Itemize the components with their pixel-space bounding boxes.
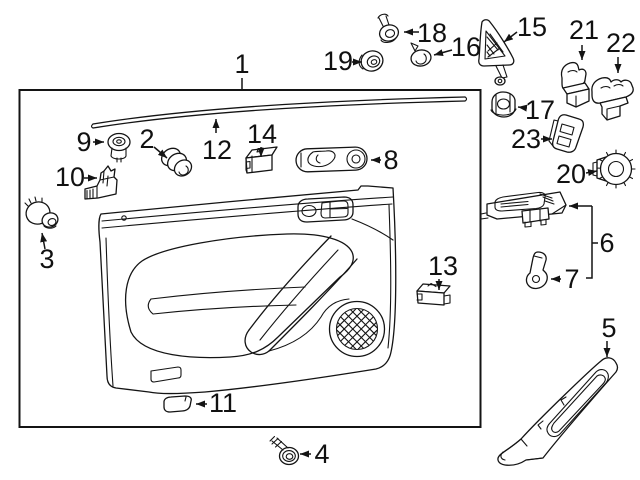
part-label-20: 20 bbox=[556, 159, 586, 189]
part-label-13: 13 bbox=[428, 251, 458, 281]
part-label-1: 1 bbox=[234, 49, 249, 79]
callout-6: 6 bbox=[569, 202, 615, 279]
part-label-5: 5 bbox=[601, 313, 616, 343]
callout-5: 5 bbox=[601, 313, 617, 357]
callout-9: 9 bbox=[76, 127, 104, 157]
callout-22: 22 bbox=[606, 28, 636, 73]
part-label-15: 15 bbox=[517, 12, 547, 42]
part-11-trim-cap bbox=[163, 395, 192, 413]
part-12-trim-strip bbox=[90, 96, 468, 129]
part-label-22: 22 bbox=[606, 28, 636, 58]
part-label-14: 14 bbox=[247, 119, 277, 149]
part-21-window-switch bbox=[560, 61, 590, 108]
part-label-12: 12 bbox=[202, 135, 232, 165]
part-label-21: 21 bbox=[569, 15, 599, 45]
part-5-sill-trim bbox=[497, 357, 619, 466]
part-16-clip bbox=[410, 42, 432, 67]
part-label-6: 6 bbox=[599, 228, 614, 258]
callout-2: 2 bbox=[139, 124, 168, 159]
part-7-bracket bbox=[525, 251, 548, 290]
part-label-23: 23 bbox=[511, 124, 541, 154]
part-10-bracket bbox=[84, 165, 118, 200]
door-trim-panel bbox=[98, 185, 397, 395]
speaker-crosshatch bbox=[336, 308, 378, 350]
part-label-7: 7 bbox=[564, 264, 579, 294]
callout-10: 10 bbox=[55, 162, 97, 192]
callout-11: 11 bbox=[196, 388, 237, 418]
part-13-switch bbox=[416, 282, 451, 306]
callout-7: 7 bbox=[551, 264, 580, 294]
part-label-19: 19 bbox=[323, 46, 353, 76]
part-label-8: 8 bbox=[383, 145, 398, 175]
part-label-17: 17 bbox=[525, 95, 555, 125]
part-label-16: 16 bbox=[451, 32, 481, 62]
part-6-handle-assembly bbox=[480, 191, 567, 228]
part-23-switch-panel bbox=[548, 114, 585, 153]
callout-8: 8 bbox=[371, 145, 399, 175]
part-label-3: 3 bbox=[39, 244, 54, 274]
part-22-window-switch bbox=[591, 76, 634, 121]
speaker-grille bbox=[328, 300, 386, 358]
callout-18: 18 bbox=[404, 18, 447, 48]
callout-15: 15 bbox=[503, 12, 547, 43]
part-label-10: 10 bbox=[55, 162, 85, 192]
part-9-grommet bbox=[107, 132, 131, 163]
part-label-11: 11 bbox=[209, 388, 237, 418]
part-3-fastener bbox=[24, 196, 59, 229]
part-18-clip bbox=[377, 13, 400, 43]
callout-12: 12 bbox=[202, 119, 232, 165]
part-17-nut bbox=[490, 91, 517, 118]
callout-14: 14 bbox=[247, 119, 277, 157]
callout-17: 17 bbox=[517, 95, 555, 125]
part-20-mirror-knob bbox=[592, 149, 636, 189]
part-label-18: 18 bbox=[417, 18, 447, 48]
callout-4: 4 bbox=[300, 439, 330, 469]
part-4-screw bbox=[269, 435, 300, 466]
callout-1: 1 bbox=[234, 49, 250, 89]
part-label-9: 9 bbox=[76, 127, 91, 157]
part-8-door-handle bbox=[295, 146, 368, 173]
diagram-frame bbox=[18, 89, 482, 428]
callout-23: 23 bbox=[511, 124, 552, 154]
part-label-4: 4 bbox=[314, 439, 329, 469]
callout-20: 20 bbox=[556, 159, 598, 189]
callout-13: 13 bbox=[428, 251, 458, 290]
callout-3: 3 bbox=[39, 232, 55, 274]
part-label-2: 2 bbox=[139, 124, 154, 154]
callout-21: 21 bbox=[569, 15, 599, 60]
part-2-clip bbox=[160, 147, 193, 177]
part-15-corner-trim bbox=[478, 19, 515, 86]
part-19-grommet bbox=[358, 50, 384, 72]
callout-16: 16 bbox=[433, 32, 481, 62]
callout-19: 19 bbox=[323, 46, 362, 76]
